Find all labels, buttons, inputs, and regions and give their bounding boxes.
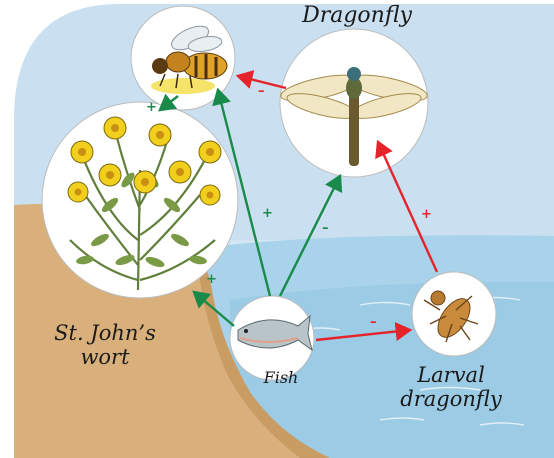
sign-fish-to-larval-dragonfly: – <box>370 315 377 330</box>
sign-fish-to-dragonfly: – <box>322 221 329 236</box>
sign-dragonfly-to-bee: – <box>258 84 265 99</box>
sign-fish-to-bee: + <box>262 206 273 221</box>
sign-bee-to-st-johns-wort: + <box>146 100 157 115</box>
sign-larval-dragonfly-to-dragonfly: + <box>421 207 432 222</box>
label-larval-dragonfly: Larval dragonfly <box>376 364 526 411</box>
sign-fish-to-st-johns-wort: + <box>206 272 217 287</box>
larval-dragonfly-illustration <box>412 272 496 356</box>
label-dragonfly: Dragonfly <box>282 4 432 29</box>
label-st-johns-wort: St. John’s wort <box>30 322 180 369</box>
st-johns-wort-illustration <box>42 102 238 298</box>
dragonfly-illustration <box>279 29 429 177</box>
label-fish: Fish <box>256 369 306 387</box>
